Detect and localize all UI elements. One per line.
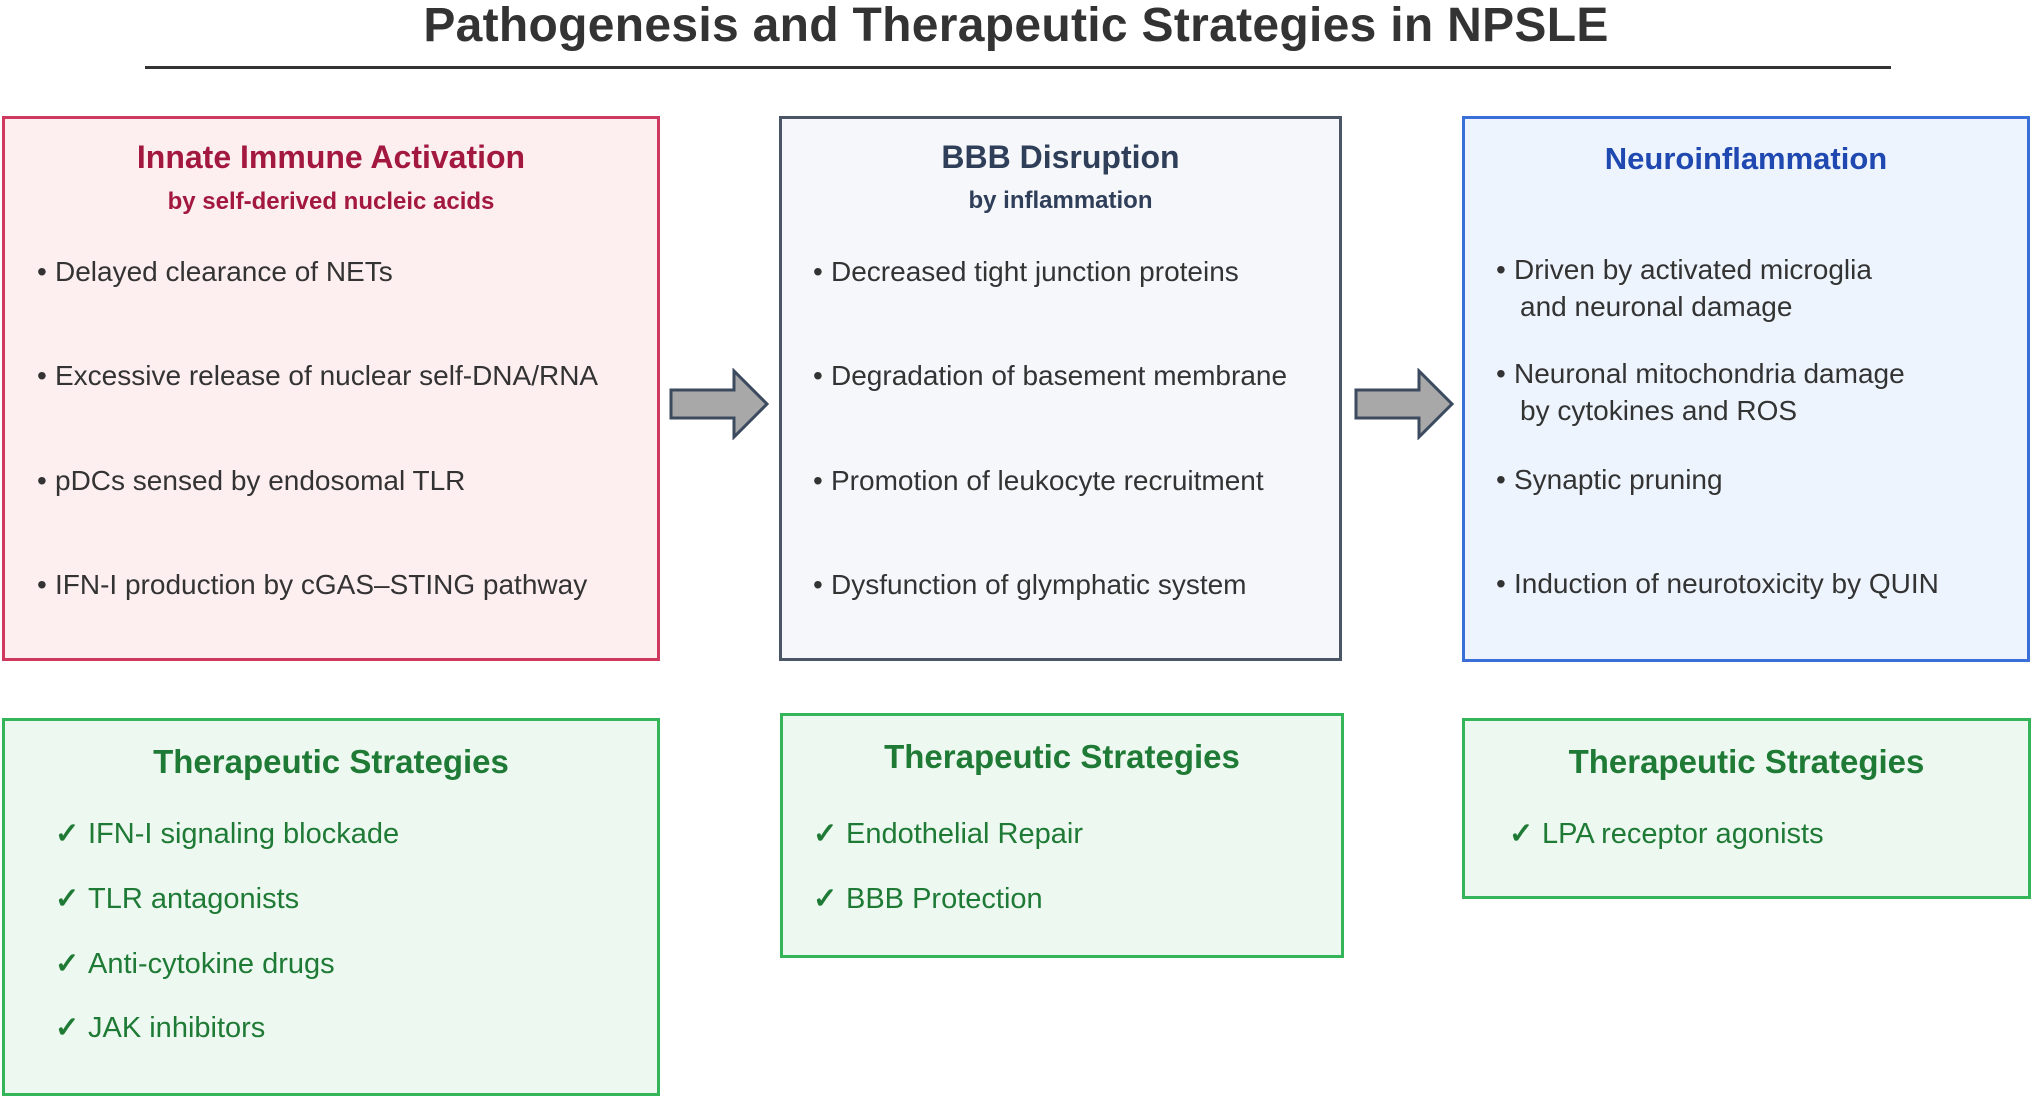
bullet-item: •Induction of neurotoxicity by QUIN [1496, 565, 1939, 602]
box-heading: Neuroinflammation [1604, 141, 1888, 176]
diagram-title: Pathogenesis and Therapeutic Strategies … [423, 0, 1609, 52]
bullet-dot: • [813, 360, 823, 391]
check-icon: ✓ [55, 948, 80, 980]
therapy-box-innate: Therapeutic Strategies ✓IFN-I signaling … [2, 718, 660, 1096]
bullet-item: •IFN-I production by cGAS–STING pathway [37, 566, 587, 603]
bullet-dot: • [37, 465, 47, 496]
bullet-item: •Promotion of leukocyte recruitment [813, 462, 1264, 499]
therapy-item: ✓Endothelial Repair [813, 818, 1083, 850]
bullet-dot: • [1496, 568, 1506, 599]
box-subheading: by self-derived nucleic acids [167, 188, 495, 215]
box-subheading: by inflammation [968, 187, 1153, 214]
neuroinflammation-box: Neuroinflammation •Driven by activated m… [1462, 116, 2030, 662]
title-underline [145, 66, 1891, 69]
bullet-item: •Degradation of basement membrane [813, 357, 1287, 394]
bullet-dot: • [1496, 254, 1506, 285]
therapy-box-bbb: Therapeutic Strategies ✓Endothelial Repa… [780, 713, 1344, 958]
therapy-item: ✓LPA receptor agonists [1509, 818, 1824, 850]
check-icon: ✓ [55, 883, 80, 915]
bullet-item: •Decreased tight junction proteins [813, 253, 1239, 290]
right-arrow-icon [1354, 368, 1455, 440]
bullet-dot: • [1496, 358, 1506, 389]
box-heading: BBB Disruption [941, 139, 1180, 175]
bullet-item: •Dysfunction of glymphatic system [813, 566, 1247, 603]
bullet-dot: • [813, 465, 823, 496]
bullet-item: •pDCs sensed by endosomal TLR [37, 462, 465, 499]
bullet-dot: • [37, 569, 47, 600]
bullet-item: •Delayed clearance of NETs [37, 253, 393, 290]
innate-immune-activation-box: Innate Immune Activation by self-derived… [2, 116, 660, 661]
bullet-item: •Excessive release of nuclear self-DNA/R… [37, 357, 598, 394]
therapy-box-neuro: Therapeutic Strategies ✓LPA receptor ago… [1462, 718, 2031, 899]
therapy-item: ✓Anti-cytokine drugs [55, 948, 335, 980]
check-icon: ✓ [55, 818, 80, 850]
check-icon: ✓ [1509, 818, 1534, 850]
therapy-item: ✓JAK inhibitors [55, 1012, 266, 1044]
therapy-item: ✓BBB Protection [813, 883, 1043, 915]
therapy-item: ✓TLR antagonists [55, 883, 300, 915]
check-icon: ✓ [813, 818, 838, 850]
bullet-dot: • [37, 256, 47, 287]
right-arrow-icon [669, 368, 770, 440]
therapy-heading: Therapeutic Strategies [1568, 743, 1925, 780]
bullet-dot: • [37, 360, 47, 391]
check-icon: ✓ [813, 883, 838, 915]
check-icon: ✓ [55, 1012, 80, 1044]
bullet-dot: • [813, 256, 823, 287]
therapy-heading: Therapeutic Strategies [153, 743, 509, 780]
bullet-dot: • [1496, 464, 1506, 495]
bullet-item: •Synaptic pruning [1496, 461, 1723, 498]
therapy-heading: Therapeutic Strategies [884, 738, 1240, 775]
bbb-disruption-box: BBB Disruption by inflammation •Decrease… [779, 116, 1342, 661]
bullet-dot: • [813, 569, 823, 600]
box-heading: Innate Immune Activation [136, 139, 526, 175]
therapy-item: ✓IFN-I signaling blockade [55, 818, 400, 850]
